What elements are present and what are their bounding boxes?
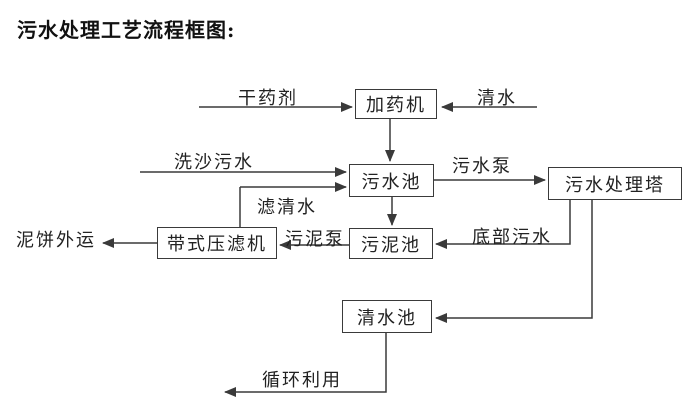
label-filtered-water: 滤清水 [257, 197, 317, 218]
label-sewage-pump: 污水泵 [452, 156, 512, 177]
edge-tower-to-clean-water-pool [435, 200, 593, 323]
label-clean-water: 清水 [477, 88, 517, 109]
node-treatment-tower: 污水处理塔 [548, 167, 682, 200]
label-mud-cake-out: 泥饼外运 [16, 230, 96, 251]
node-belt-filter-press: 带式压滤机 [157, 227, 277, 259]
node-dosing-machine: 加药机 [355, 89, 437, 119]
label-recycling: 循环利用 [262, 370, 342, 391]
edge-recycling [224, 333, 387, 397]
label-dry-chemical: 干药剂 [238, 88, 298, 109]
label-sand-washing-sewage: 洗沙污水 [174, 152, 254, 173]
edge-bottom-sewage [435, 200, 571, 249]
node-clean-water-pool: 清水池 [342, 300, 432, 333]
node-sludge-pool: 污泥池 [349, 228, 433, 259]
label-sludge-pump: 污泥泵 [285, 229, 345, 250]
label-bottom-sewage: 底部污水 [472, 227, 552, 248]
diagram-title: 污水处理工艺流程框图: [17, 18, 236, 42]
node-sewage-pool: 污水池 [349, 164, 434, 197]
